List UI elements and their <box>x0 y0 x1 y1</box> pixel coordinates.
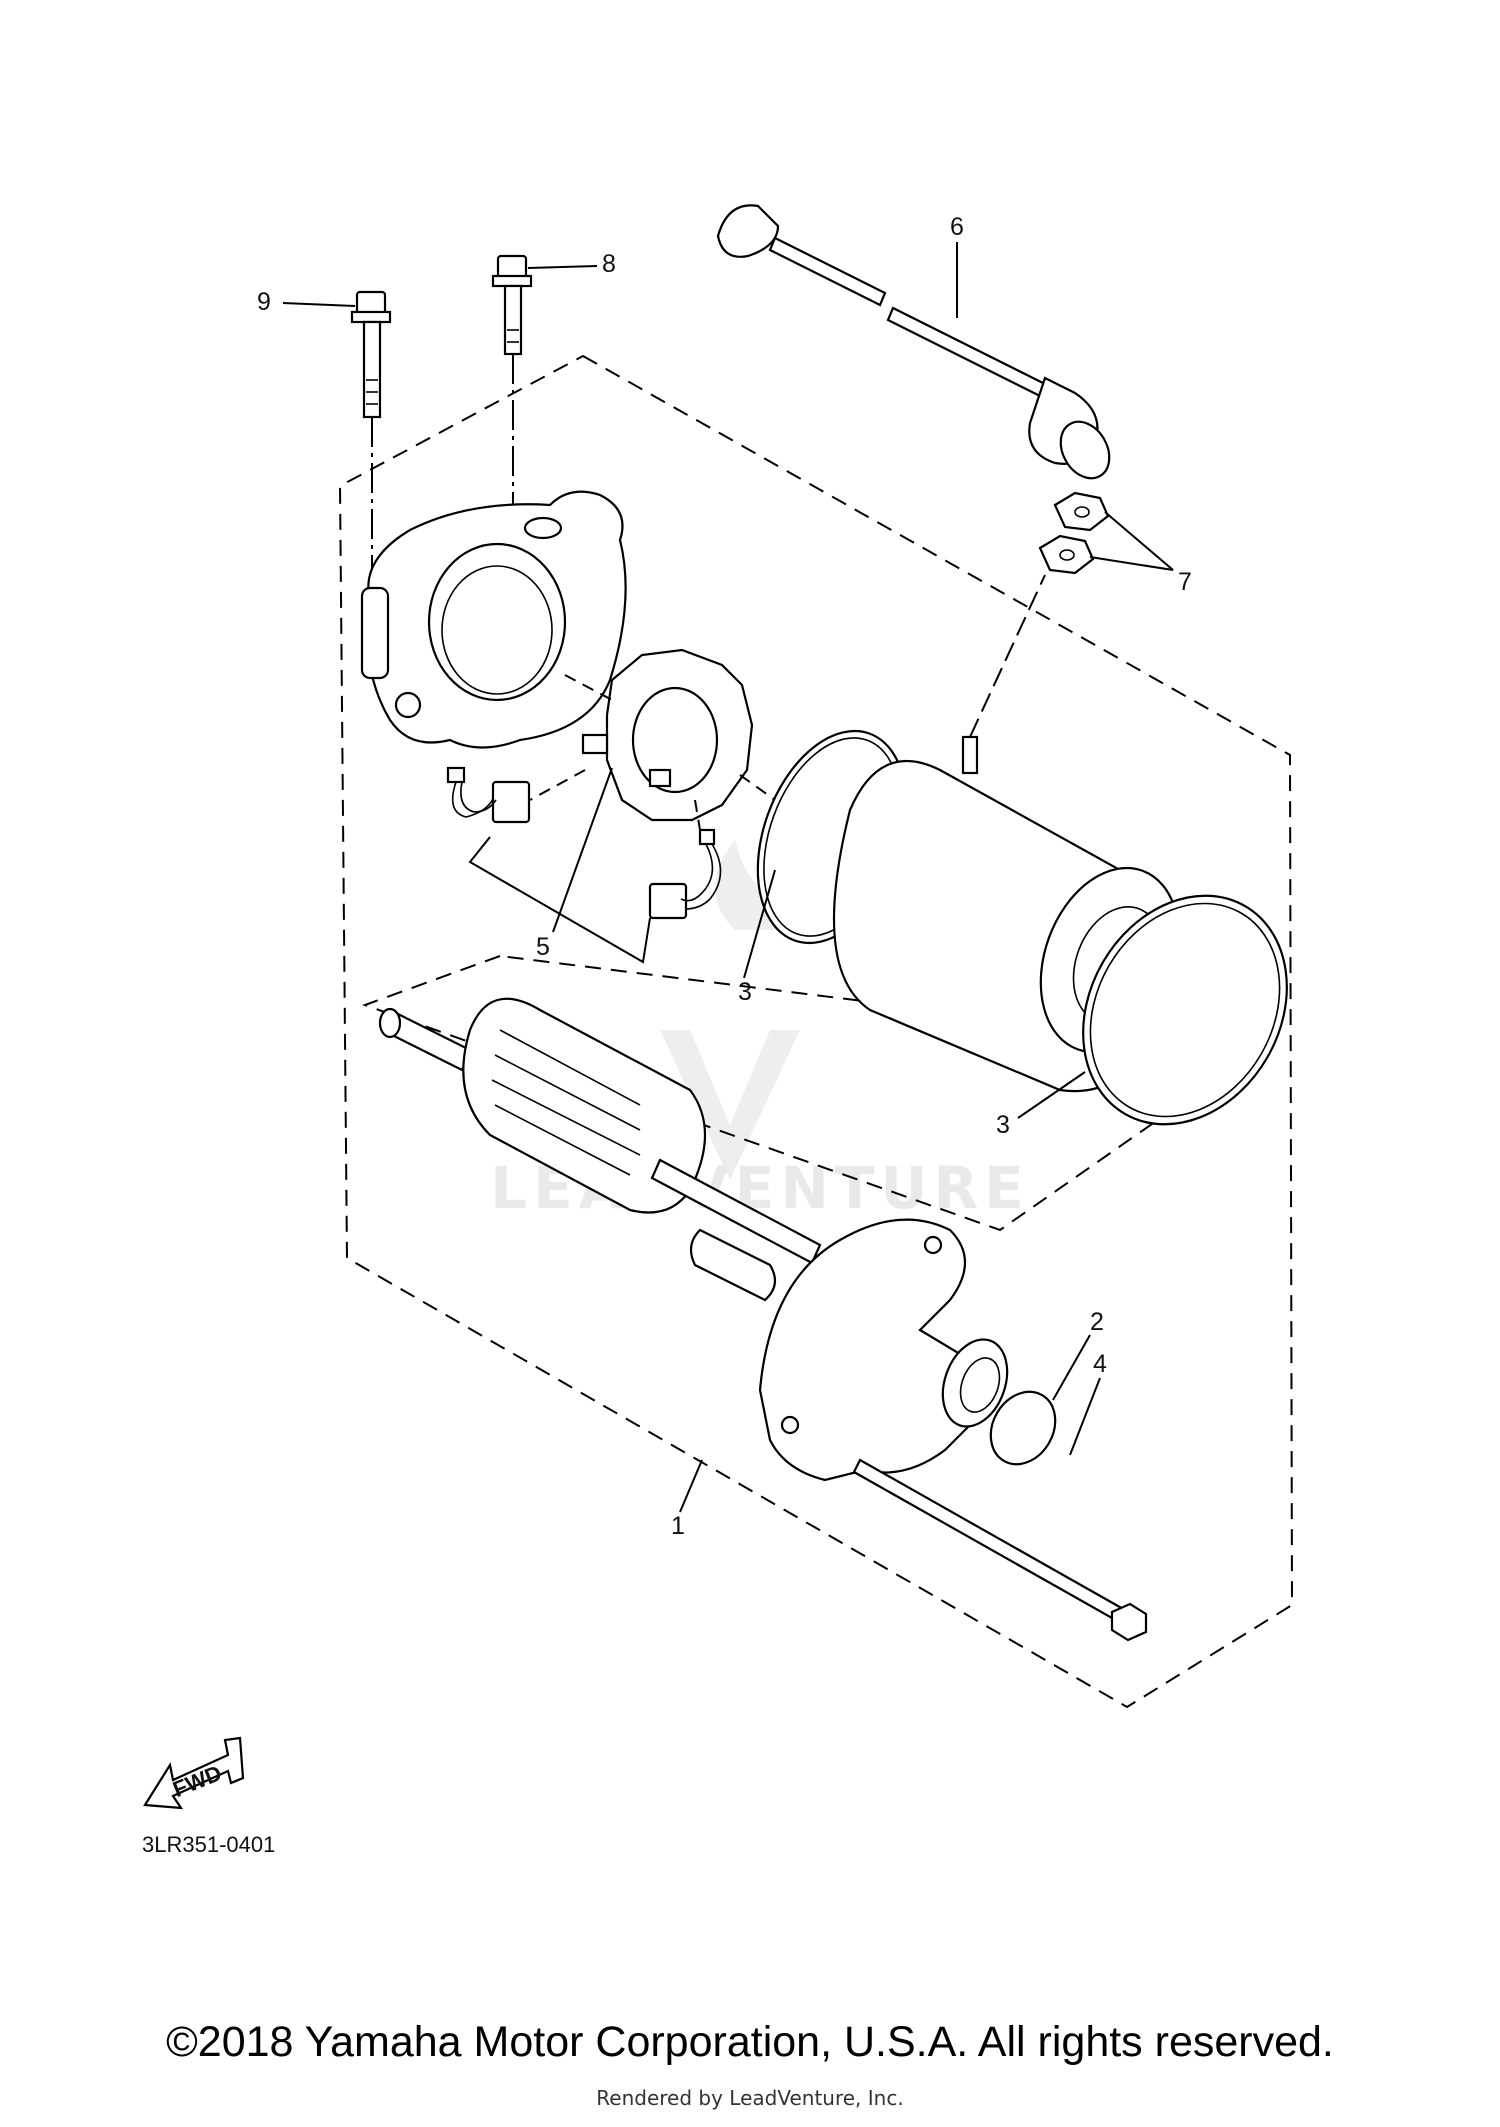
nut-lower-part-7 <box>1038 534 1095 575</box>
brush-right <box>648 828 722 920</box>
assembly-boundary <box>338 354 1294 1709</box>
armature <box>378 997 822 1302</box>
brush-left <box>446 766 531 824</box>
callout-4: 4 <box>1093 1350 1107 1378</box>
callout-7: 7 <box>1178 568 1192 596</box>
fwd-arrow-icon: FWD <box>143 1736 245 1810</box>
bolt-part-8 <box>491 254 533 520</box>
fwd-label: FWD <box>169 1760 225 1802</box>
callout-5: 5 <box>536 933 550 961</box>
callout-3-right: 3 <box>996 1111 1010 1139</box>
front-cover <box>758 1218 1009 1482</box>
callout-9: 9 <box>257 288 271 316</box>
diagram-code: 3LR351-0401 <box>142 1832 275 1857</box>
brush-bracket-line <box>468 836 651 964</box>
callout-2: 2 <box>1090 1308 1104 1336</box>
brush-plate-part-5 <box>581 648 754 822</box>
nut-upper-part-7 <box>1053 491 1110 532</box>
o-ring-small-part-2 <box>989 1390 1057 1466</box>
leader-lines <box>282 242 1174 1513</box>
callout-3-left: 3 <box>738 978 752 1006</box>
lead-wire-part-6 <box>716 204 1111 480</box>
through-bolt-part-4 <box>852 1458 1148 1642</box>
rendered-by-notice: Rendered by LeadVenture, Inc. <box>596 2086 904 2110</box>
bolt-part-9 <box>350 290 392 600</box>
callout-1: 1 <box>671 1512 685 1540</box>
o-ring-right-part-3 <box>1082 894 1288 1126</box>
callout-8: 8 <box>602 250 616 278</box>
copyright-notice: ©2018 Yamaha Motor Corporation, U.S.A. A… <box>166 2018 1334 2066</box>
callout-6: 6 <box>950 213 964 241</box>
rear-cover <box>360 490 627 749</box>
